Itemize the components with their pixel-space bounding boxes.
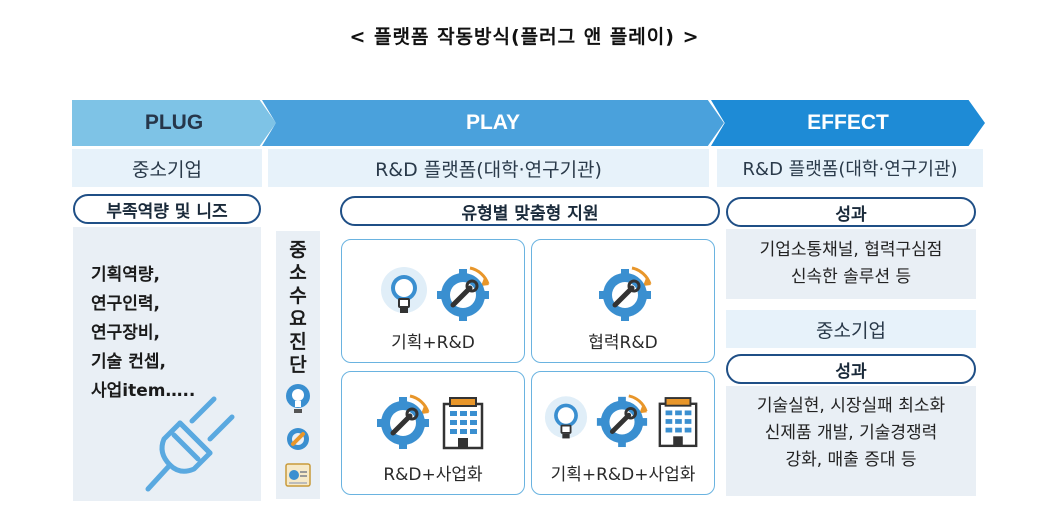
- card-label: R&D+사업화: [383, 465, 483, 485]
- plug-stage-arrow: PLUG: [72, 100, 276, 146]
- plug-need-item: 기획역량,: [91, 265, 161, 285]
- gear-wrench-icon: [596, 394, 648, 448]
- plug-need-item: 기술 컨셉,: [91, 352, 166, 372]
- effect-stage-arrow: EFFECT: [711, 100, 985, 146]
- card-label: 기획+R&D: [391, 333, 475, 353]
- card-label: 기획+R&D+사업화: [550, 465, 696, 485]
- lightbulb-icon: [544, 396, 588, 439]
- diagram-title: < 플랫폼 작동방식(플러그 앤 플레이) >: [349, 26, 700, 48]
- card-rnd-commercialization: R&D+사업화: [341, 371, 525, 495]
- effect-results-text: 기술실현, 시장실패 최소화 신제품 개발, 기술경쟁력 강화, 매출 증대 등: [726, 393, 976, 474]
- vertical-char: 단: [289, 354, 307, 376]
- card-planning-rnd-commercialization: 기획+R&D+사업화: [531, 371, 715, 495]
- building-icon: [442, 397, 484, 450]
- card-cooperative-rnd: 협력R&D: [531, 239, 715, 363]
- card-planning-rnd: 기획+R&D: [341, 239, 525, 363]
- sme-demand-diagnosis-label: 중 소 수 요 진 단: [276, 239, 320, 377]
- plug-icon: [145, 396, 235, 492]
- effect-sme-band: 중소기업: [726, 310, 976, 348]
- vertical-char: 중: [289, 239, 307, 261]
- plug-need-item: 연구장비,: [91, 323, 161, 343]
- plug-panel: 기획역량, 연구인력, 연구장비, 기술 컨셉, 사업item…..: [73, 227, 261, 501]
- lightbulb-icon: [381, 267, 427, 313]
- effect-result-line: 신속한 솔루션 등: [790, 267, 912, 287]
- effect-platform-results: 기업소통채널, 협력구심점 신속한 솔루션 등: [726, 229, 976, 299]
- vertical-char: 요: [289, 308, 307, 330]
- play-stage-label: PLAY: [465, 111, 521, 134]
- effect-result-line: 기술실현, 시장실패 최소화: [756, 396, 946, 416]
- play-band: R&D 플랫폼(대학·연구기관): [268, 149, 709, 187]
- effect-stage-label: EFFECT: [807, 111, 889, 134]
- effect-result-line: 기업소통채널, 협력구심점: [759, 240, 943, 260]
- gear-wrench-icon: [287, 428, 309, 450]
- vertical-char: 수: [289, 285, 307, 307]
- effect-result-line: 신제품 개발, 기술경쟁력: [764, 423, 938, 443]
- effect-results-text: 기업소통채널, 협력구심점 신속한 솔루션 등: [726, 237, 976, 291]
- plug-needs-list: 기획역량, 연구인력, 연구장비, 기술 컨셉, 사업item…..: [91, 261, 195, 406]
- gear-wrench-icon: [599, 266, 652, 321]
- plug-need-item: 연구인력,: [91, 294, 161, 314]
- monitor-icon: [285, 463, 311, 487]
- plug-needs-pill: 부족역량 및 니즈: [73, 194, 261, 224]
- card-label: 협력R&D: [588, 333, 658, 353]
- play-stage-arrow: PLAY: [262, 100, 724, 146]
- lightbulb-icon: [286, 384, 310, 413]
- play-support-pill: 유형별 맞춤형 지원: [340, 196, 720, 226]
- building-icon: [658, 397, 698, 448]
- vertical-char: 진: [289, 331, 307, 353]
- effect-result-pill-2: 성과: [726, 354, 976, 384]
- effect-result-pill-1: 성과: [726, 197, 976, 227]
- effect-result-line: 강화, 매출 증대 등: [785, 450, 917, 470]
- plug-need-item: 사업item…..: [91, 381, 196, 401]
- plug-stage-label: PLUG: [144, 111, 204, 134]
- gear-wrench-icon: [377, 394, 430, 449]
- effect-band: R&D 플랫폼(대학·연구기관): [717, 149, 983, 187]
- vertical-char: 소: [289, 262, 307, 284]
- effect-sme-results: 기술실현, 시장실패 최소화 신제품 개발, 기술경쟁력 강화, 매출 증대 등: [726, 386, 976, 496]
- plug-band: 중소기업: [72, 149, 262, 187]
- sme-demand-diagnosis-column: 중 소 수 요 진 단: [276, 231, 320, 499]
- gear-wrench-icon: [437, 266, 490, 321]
